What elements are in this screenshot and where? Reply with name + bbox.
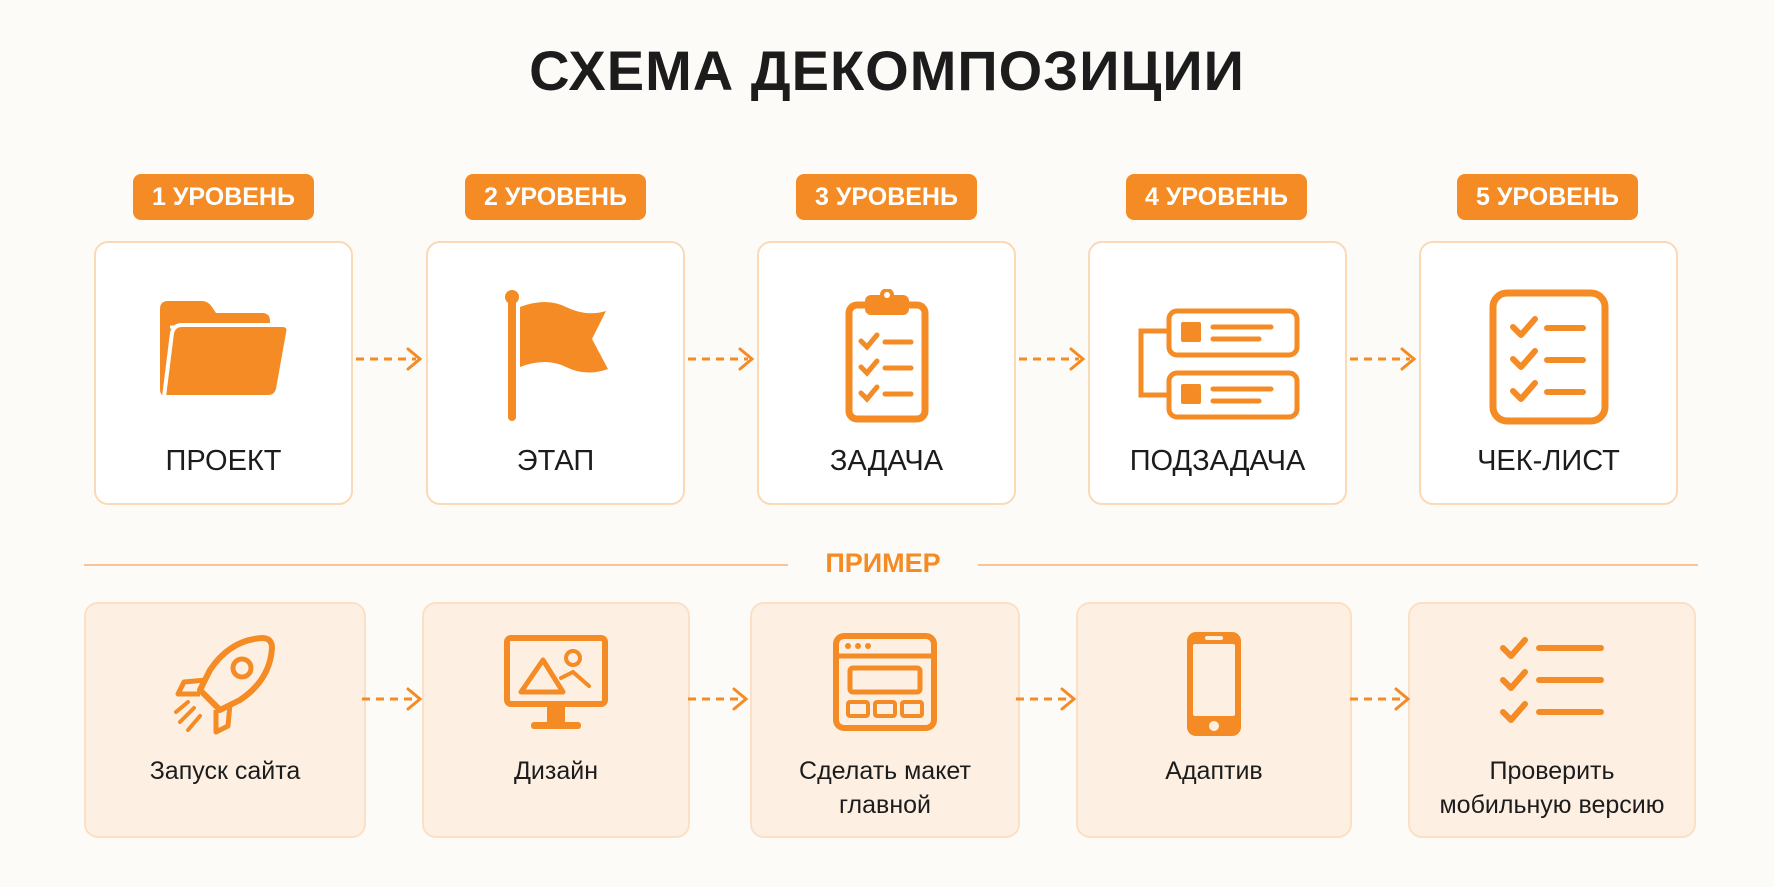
dashed-arrow-icon xyxy=(1019,347,1086,371)
monitor-image-icon xyxy=(501,630,611,740)
divider-left xyxy=(84,564,788,566)
browser-layout-icon xyxy=(830,630,940,740)
level-badge-4: 4 УРОВЕНЬ xyxy=(1126,174,1307,220)
example-label-launch: Запуск сайта xyxy=(149,757,301,785)
smartphone-icon xyxy=(1159,630,1269,740)
example-label-check: Проверить мобильную версию xyxy=(1439,757,1665,819)
checklist-icon xyxy=(1479,289,1619,429)
rocket-icon xyxy=(170,630,280,740)
dashed-arrow-icon xyxy=(1350,687,1411,711)
level-card-subtask: ПОДЗАДАЧА xyxy=(1088,241,1347,505)
level-label-project: ПРОЕКТ xyxy=(165,445,282,477)
example-card-check: Проверить мобильную версию xyxy=(1408,602,1696,838)
level-card-stage: ЭТАП xyxy=(426,241,685,505)
level-label-stage: ЭТАП xyxy=(516,445,595,477)
example-label-layout: Сделать макет главной xyxy=(799,757,971,819)
level-card-project: ПРОЕКТ xyxy=(94,241,353,505)
page-title: СХЕМА ДЕКОМПОЗИЦИИ xyxy=(529,39,1245,102)
folder-icon xyxy=(154,289,294,429)
dashed-arrow-icon xyxy=(1016,687,1077,711)
subtask-tree-icon xyxy=(1133,289,1303,429)
dashed-arrow-icon xyxy=(362,687,423,711)
level-card-task: ЗАДАЧА xyxy=(757,241,1016,505)
level-label-task: ЗАДАЧА xyxy=(829,445,944,477)
example-card-layout: Сделать макет главной xyxy=(750,602,1020,838)
level-label-subtask: ПОДЗАДАЧА xyxy=(1129,445,1306,477)
dashed-arrow-icon xyxy=(356,347,423,371)
check-list-icon xyxy=(1497,630,1607,740)
level-card-checklist: ЧЕК-ЛИСТ xyxy=(1419,241,1678,505)
level-badge-3: 3 УРОВЕНЬ xyxy=(796,174,977,220)
flag-icon xyxy=(486,289,626,429)
clipboard-icon xyxy=(817,289,957,429)
dashed-arrow-icon xyxy=(688,687,749,711)
dashed-arrow-icon xyxy=(1350,347,1417,371)
example-heading: ПРИМЕР xyxy=(825,548,941,578)
example-label-adaptive: Адаптив xyxy=(1165,757,1263,785)
example-card-launch: Запуск сайта xyxy=(84,602,366,838)
example-card-design: Дизайн xyxy=(422,602,690,838)
level-badge-1: 1 УРОВЕНЬ xyxy=(133,174,314,220)
example-label-design: Дизайн xyxy=(513,757,599,785)
level-badge-2: 2 УРОВЕНЬ xyxy=(465,174,646,220)
example-card-adaptive: Адаптив xyxy=(1076,602,1352,838)
level-label-checklist: ЧЕК-ЛИСТ xyxy=(1477,445,1620,477)
level-badge-5: 5 УРОВЕНЬ xyxy=(1457,174,1638,220)
dashed-arrow-icon xyxy=(688,347,755,371)
divider-right xyxy=(978,564,1698,566)
